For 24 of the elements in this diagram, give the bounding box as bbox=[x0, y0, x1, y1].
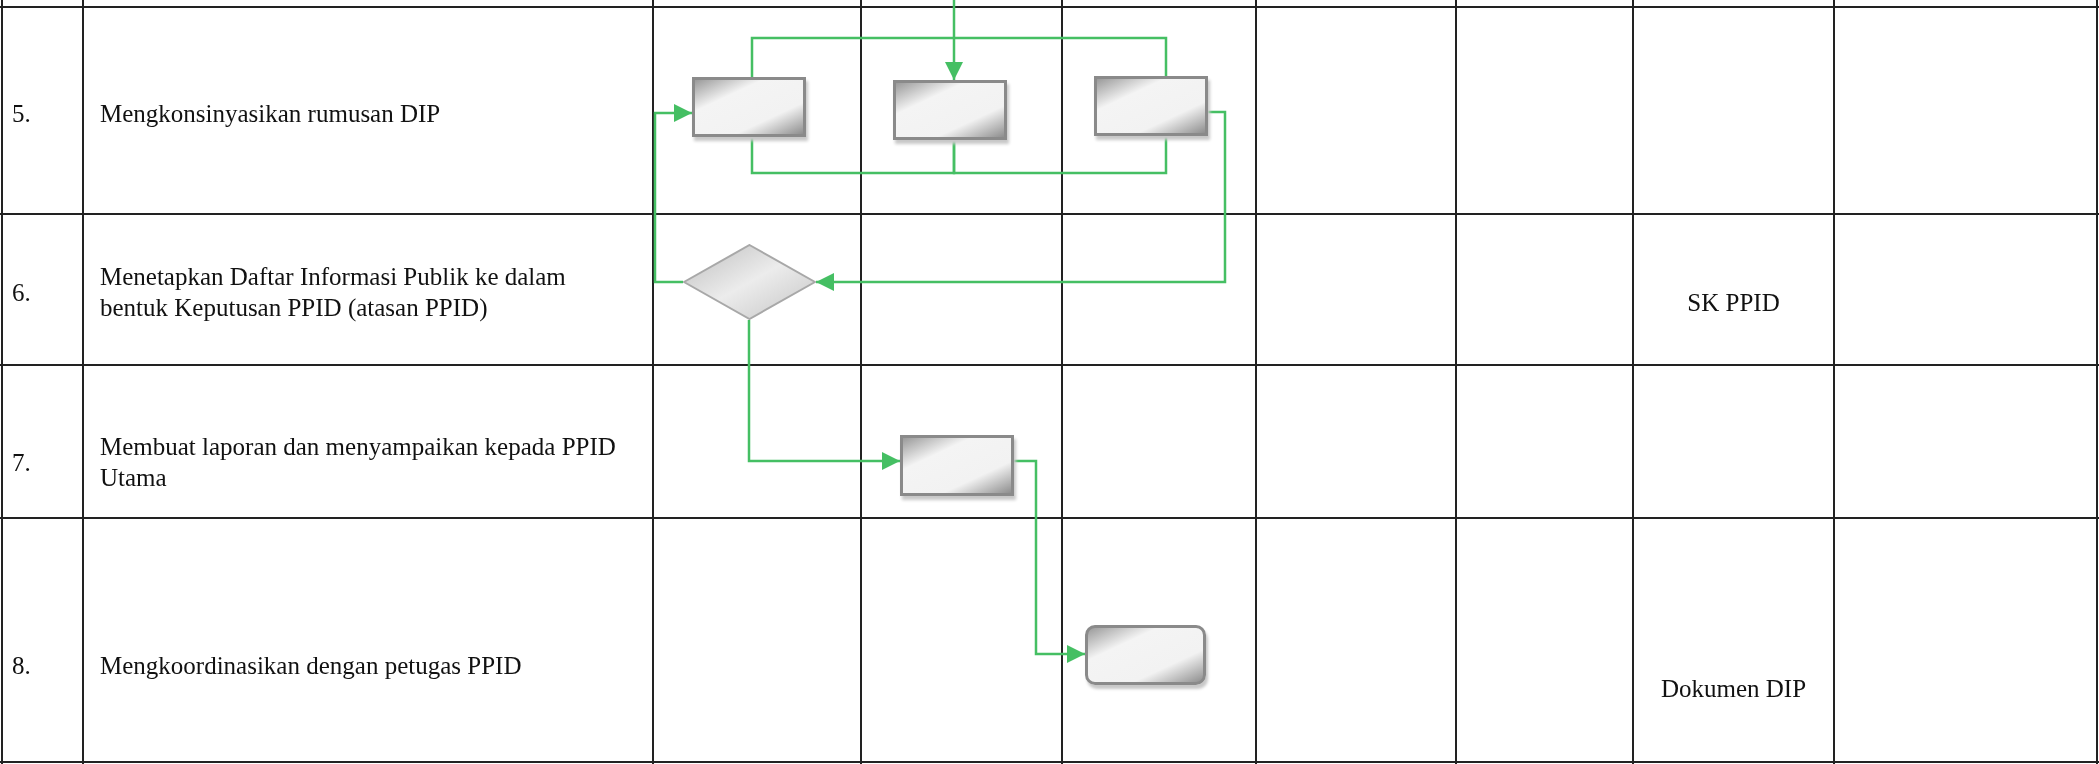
document-name: Dokumen DIP bbox=[1660, 673, 1807, 704]
process-box bbox=[1085, 625, 1206, 685]
document-name: SK PPID bbox=[1687, 287, 1780, 318]
step-description: Membuat laporan dan menyampaikan kepada PPID Utama bbox=[100, 432, 617, 493]
step-number: 7. bbox=[12, 447, 31, 478]
process-box bbox=[692, 77, 806, 137]
arrow bbox=[816, 110, 1227, 291]
arrow bbox=[1014, 459, 1085, 663]
process-box bbox=[900, 435, 1014, 496]
process-box bbox=[893, 80, 1007, 140]
connector-line bbox=[750, 137, 956, 175]
arrow bbox=[653, 104, 692, 284]
process-box bbox=[1094, 76, 1208, 136]
arrow bbox=[945, 0, 963, 80]
connector-line bbox=[952, 136, 1168, 175]
connector-line bbox=[750, 36, 1168, 77]
step-number: 6. bbox=[12, 277, 31, 308]
step-number: 8. bbox=[12, 650, 31, 681]
decision-diamond bbox=[683, 244, 816, 320]
step-description: Mengkonsinyasikan rumusan DIP bbox=[100, 98, 441, 129]
step-description: Menetapkan Daftar Informasi Publik ke dalam bentuk Keputusan PPID (atasan PPID) bbox=[100, 262, 567, 323]
step-description: Mengkoordinasikan dengan petugas PPID bbox=[100, 650, 522, 681]
arrow bbox=[747, 320, 900, 470]
step-number: 5. bbox=[12, 98, 31, 129]
